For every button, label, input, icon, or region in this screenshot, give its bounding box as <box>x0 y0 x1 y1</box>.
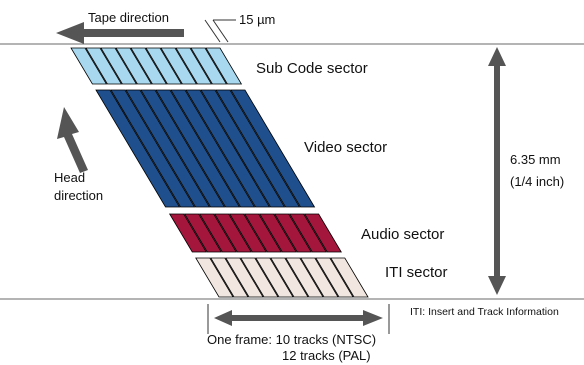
track-3-sub-code-sector <box>100 47 138 85</box>
track-3-iti-sector <box>225 257 264 298</box>
track-1-iti-sector <box>195 257 234 298</box>
track-5-audio-sector <box>228 213 267 253</box>
track-width-label: 15 µm <box>239 12 275 27</box>
track-5-sub-code-sector <box>130 47 168 85</box>
tape-width-label-line2: (1/4 inch) <box>510 174 564 189</box>
track-9-sub-code-sector <box>190 47 228 85</box>
track-1-sub-code-sector <box>70 47 108 85</box>
track-8-video-sector <box>200 89 286 208</box>
track-6-video-sector <box>170 89 256 208</box>
track-6-audio-sector <box>243 213 282 253</box>
track-8-sub-code-sector <box>175 47 213 85</box>
track-2-audio-sector <box>183 213 222 253</box>
track-3-video-sector <box>125 89 211 208</box>
track-7-video-sector <box>185 89 271 208</box>
track-4-sub-code-sector <box>115 47 153 85</box>
track-2-sub-code-sector <box>85 47 123 85</box>
track-2-iti-sector <box>210 257 249 298</box>
track-width-marker <box>204 19 236 43</box>
track-6-iti-sector <box>270 257 309 298</box>
track-10-iti-sector <box>330 257 369 298</box>
track-9-video-sector <box>215 89 301 208</box>
track-2-video-sector <box>110 89 196 208</box>
head-direction-arrow <box>57 107 88 173</box>
head-direction-label-line2: direction <box>54 188 103 203</box>
tape-width-arrow <box>488 47 506 295</box>
track-4-video-sector <box>140 89 226 208</box>
frame-label-line1: One frame: 10 tracks (NTSC) <box>207 332 376 347</box>
track-7-audio-sector <box>258 213 297 253</box>
tape-width-label-line1: 6.35 mm <box>510 152 561 167</box>
track-10-video-sector <box>230 89 316 208</box>
iti-note: ITI: Insert and Track Information <box>410 306 559 318</box>
track-8-audio-sector <box>273 213 312 253</box>
sector-label-audio: Audio sector <box>361 226 444 243</box>
track-5-iti-sector <box>255 257 294 298</box>
track-10-sub-code-sector <box>205 47 243 85</box>
frame-label-line2: 12 tracks (PAL) <box>282 348 371 363</box>
helical-tracks <box>70 47 369 298</box>
head-direction-label-line1: Head <box>54 170 85 185</box>
track-1-audio-sector <box>168 213 207 253</box>
track-4-iti-sector <box>240 257 279 298</box>
frame-span-arrow <box>207 304 390 334</box>
track-5-video-sector <box>155 89 241 208</box>
track-3-audio-sector <box>198 213 237 253</box>
track-4-audio-sector <box>213 213 252 253</box>
track-8-iti-sector <box>300 257 339 298</box>
track-9-iti-sector <box>315 257 354 298</box>
tape-direction-arrow <box>56 22 184 44</box>
sector-label-iti: ITI sector <box>385 264 448 281</box>
track-10-audio-sector <box>303 213 342 253</box>
track-7-sub-code-sector <box>160 47 198 85</box>
track-1-video-sector <box>95 89 181 208</box>
track-7-iti-sector <box>285 257 324 298</box>
sector-label-video: Video sector <box>304 139 387 156</box>
track-9-audio-sector <box>288 213 327 253</box>
track-6-sub-code-sector <box>145 47 183 85</box>
tape-direction-label: Tape direction <box>88 10 169 25</box>
sector-label-sub-code: Sub Code sector <box>256 60 368 77</box>
